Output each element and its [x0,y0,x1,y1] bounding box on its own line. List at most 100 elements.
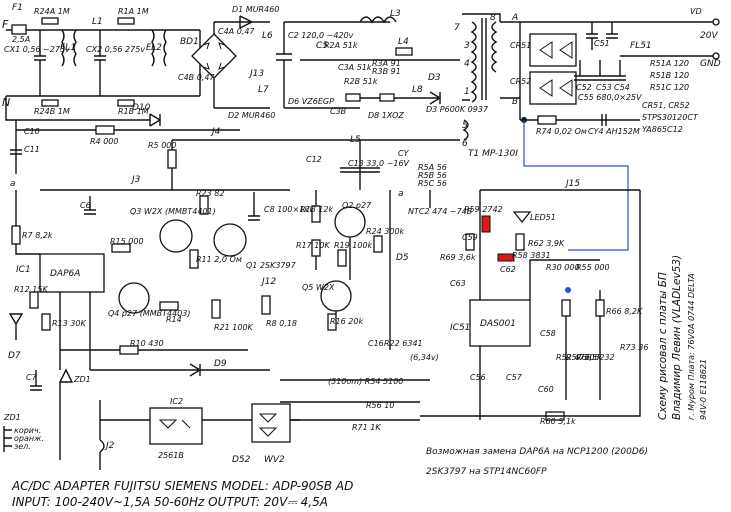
resistor-r69 [465,233,475,251]
label-x: (6,34v) [410,353,439,362]
terminal-gnd [712,52,720,60]
label-j12: J12 [260,277,276,287]
label-cx2: CX2 0,56 275v~ [86,45,152,54]
sense-wire-blue [523,120,629,251]
resistor-r12 [29,291,39,309]
note-rectifier-3: YA865C12 [642,125,683,134]
label-c3b: C3B [330,107,346,116]
label-r2b: R2B 51k [344,77,378,86]
zd1-legend: ZD1 корич. оранж. зел. [3,413,44,452]
ic1-body [39,253,105,293]
label-fl2: FL2 [146,43,162,53]
label-ic2-part: 2561B [158,451,184,460]
author-line-4: 94V-0 E118621 [699,359,708,420]
label-r59: R59 2742 [464,205,503,214]
snubber-section: C5 R2A 51k L3 L4 C3A 51k R3A 91 R3B 91 R… [284,9,489,120]
label-r73: R73 36 [620,343,648,352]
label-r13: R13 30K [52,319,86,328]
label-d3: D3 P600K 0937 [426,105,489,114]
label-d10: D10 [132,103,151,113]
resistor-r14 [159,301,179,311]
led-led51 [512,211,532,224]
ic51-part-number: DAS001 [480,319,516,329]
label-q3: Q3 W2X (MMBT4401) [130,207,216,216]
resistor-r5 [167,149,177,169]
label-r24a: R24A 1M [34,7,70,16]
label-d3-name: D3 [428,73,441,83]
label-r58: R58 3831 [512,251,551,260]
label-r56: R56 10 [366,401,394,410]
label-q4: Q4 p27 (MMBT4403) [108,309,191,318]
label-d6: D6 VZ6EGP [288,97,334,106]
resistor-r4 [95,125,115,135]
label-c3a: C3A 51k [338,63,372,72]
label-l1: L1 [92,17,103,27]
resistor-r15 [111,243,131,253]
resistor-r1a [117,17,135,25]
label-r5a: R5A 56 [418,163,447,172]
label-l8: L8 [412,85,423,95]
protection-section: R18 12k Q2 p27 R17 10K R19 100k R24 300k… [280,189,472,432]
pin-t1-5: 5 [462,121,468,131]
label-c6: C6 [80,201,91,210]
label-c62: C62 [500,265,516,274]
resistor-r24 [373,235,383,253]
label-c4b: C4B 0,47 [178,73,215,82]
note-rectifier-1: CR51, CR52 [642,101,690,110]
label-c51: C51 [594,39,610,48]
input-filter-section: F N F1 2,5A CX1 0,56 ~275v R24A 1M R24B … [2,3,354,127]
label-fl51: FL51 [630,41,652,51]
label-r8: R8 0,18 [266,319,297,328]
label-c56: C56 [470,373,486,382]
label-r5b: R5B 56 [418,171,447,180]
label-l7: L7 [258,85,269,95]
label-r21: R21 100K [214,323,254,332]
label-r14: R14 [166,315,182,324]
label-r7: R7 8,2k [22,231,53,240]
author-line-3: г. Муром Плата: 76V0A 0744 DELTA [687,273,696,420]
resistor-r7 [11,225,21,245]
label-l4: L4 [398,37,409,47]
resistor-r23 [199,195,209,215]
resistor-r66 [595,299,605,317]
label-r16: R16 20k [330,317,363,326]
label-r74: R74 0,02 Ом [536,127,587,136]
label-r17: R17 10K [296,241,330,250]
label-cy4: CY4 AH152M [588,127,640,136]
pin-t1-6: 6 [462,139,468,149]
pin-t1-3: 3 [464,41,470,51]
label-d7: D7 [8,351,21,361]
label-l3: L3 [390,9,401,19]
title-line-2: INPUT: 100-240V~1,5A 50-60Hz OUTPUT: 20V… [12,495,328,509]
label-ic51: IC51 [450,323,470,333]
secondary-control-section: J15 R59 2742 R69 3,6k C59 R58 3831 C62 C… [420,120,648,426]
label-d2: D2 MUR460 [228,111,275,120]
resistor-r62 [515,233,525,251]
label-r1a: R1A 1M [118,7,149,16]
label-c60: C60 [538,385,554,394]
label-cx1: CX1 0,56 ~275v [4,45,70,54]
label-r60: R60 5,1k [540,417,576,426]
transistor-q3 [159,219,193,253]
label-c55: C55 680,0×25V [578,93,642,102]
resistor-r19 [337,249,347,267]
label-wv2: WV2 [264,455,285,465]
label-c10: C10 [24,127,40,136]
label-r18: R18 12k [300,205,333,214]
label-r54: (510om) R54 5100 [328,377,403,386]
label-r5: R5 000 [148,141,176,150]
label-c4a: C4A 0,47 [218,27,255,36]
label-cy: CY [398,149,410,158]
terminal-vd [712,18,720,26]
resistor-r1b [117,99,135,107]
label-q5: Q5 W2X [302,283,335,292]
resistor-r59-highlight [481,215,491,233]
label-f1-value: 2,5A [12,35,30,44]
ic1-part-number: DAP6A [50,269,80,279]
pin-t1-4: 4 [464,59,470,69]
label-c13: C13 33,0 ~16V [348,159,410,168]
label-r30: R30 000 [546,263,580,272]
label-20v: 20V [700,31,718,41]
label-L: F [2,18,9,31]
label-c11: C11 [24,145,40,154]
